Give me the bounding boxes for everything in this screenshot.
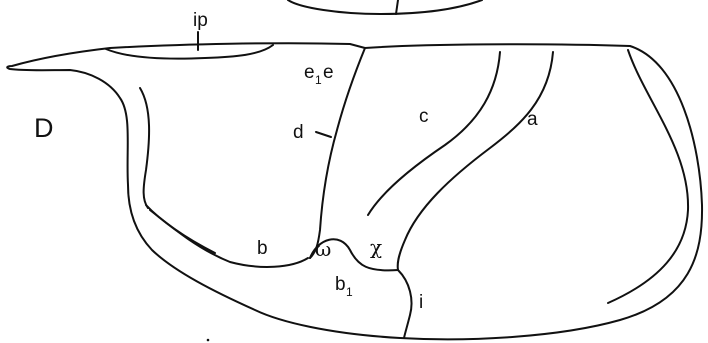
- label-e1: e: [304, 62, 315, 83]
- stray-dot: [206, 338, 210, 342]
- label-c: c: [419, 106, 429, 127]
- suture-b: [149, 209, 309, 268]
- d-pointer-line: [315, 131, 332, 138]
- suture-c: [367, 51, 501, 216]
- panel-label: D: [34, 113, 54, 143]
- right-inner-margin-line: [607, 49, 690, 304]
- suture-omega: [309, 238, 399, 272]
- lower-left-margin-line: [145, 204, 216, 254]
- suture-i: [397, 269, 413, 339]
- label-ip: ip: [193, 10, 208, 31]
- suture-a: [396, 51, 554, 271]
- label-b1-subscript: 1: [346, 285, 353, 299]
- label-b: b: [257, 238, 268, 259]
- suture-e: [309, 47, 366, 259]
- snout-inner-line: [139, 87, 151, 209]
- label-e: e: [323, 62, 334, 83]
- upper-fragment-stub: [395, 0, 399, 15]
- label-b1: b: [335, 274, 346, 295]
- outer-outline: [6, 42, 704, 341]
- label-omega: ω: [315, 237, 331, 261]
- upper-fragment-outline: [287, 0, 483, 15]
- label-d: d: [293, 122, 304, 143]
- label-e1-subscript: 1: [315, 73, 322, 87]
- label-i: i: [419, 292, 423, 313]
- ip-pocket-outline: [105, 44, 274, 60]
- label-chi: χ: [370, 235, 382, 259]
- label-a: a: [527, 109, 538, 130]
